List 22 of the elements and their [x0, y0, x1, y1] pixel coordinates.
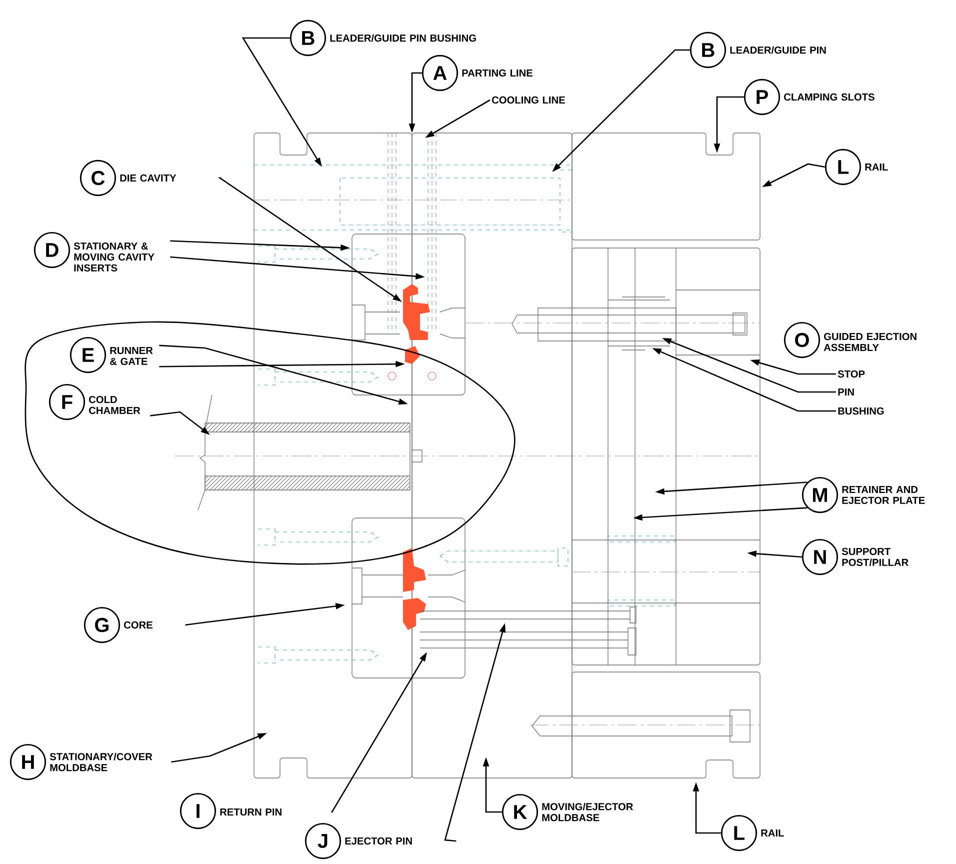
callout-label: DIE CAVITY — [120, 174, 176, 182]
callout-label: PARTING LINE — [462, 69, 533, 77]
callout-label: STATIONARY & MOVING CAVITY INSERTS — [74, 242, 154, 272]
callout-label: CORE — [124, 621, 152, 629]
callout-label: LEADER/GUIDE PIN BUSHING — [330, 34, 476, 42]
callout-label: LEADER/GUIDE PIN — [730, 46, 826, 54]
callout-label: CLAMPING SLOTS — [784, 93, 874, 101]
callout-label: BUSHING — [838, 407, 884, 415]
callout-label: STOP — [838, 370, 865, 378]
callout-label: RETAINER AND EJECTOR PLATE — [842, 486, 925, 504]
callout-label: RUNNER & GATE — [110, 347, 153, 366]
callout-label: COLD CHAMBER — [89, 396, 140, 414]
callout-label: PIN — [838, 388, 854, 396]
callout-label: RAIL — [865, 164, 888, 170]
callout-label: RETURN PIN — [220, 808, 282, 816]
callout-label: RAIL — [761, 830, 784, 836]
callout-label: GUIDED EJECTION ASSEMBLY — [824, 332, 916, 352]
callout-label: STATIONARY/COVER MOLDBASE — [50, 752, 152, 772]
callout-label: EJECTOR PIN — [345, 837, 412, 845]
callout-label: COOLING LINE — [492, 96, 565, 104]
callout-label: SUPPORT POST/PILLAR — [842, 548, 908, 566]
callout-label: MOVING/EJECTOR MOLDBASE — [542, 802, 633, 822]
